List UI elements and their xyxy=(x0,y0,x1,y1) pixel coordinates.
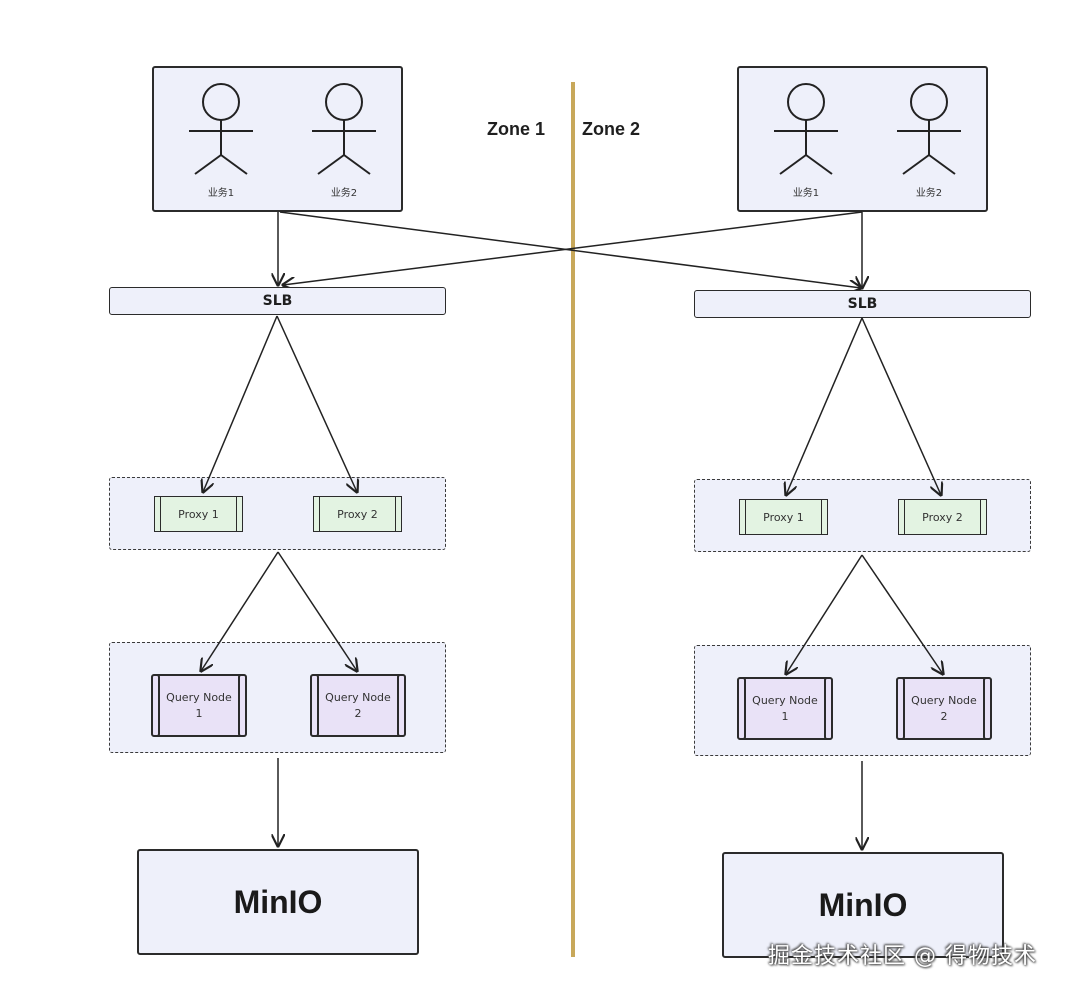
arrow-proxy-to-query-node xyxy=(201,551,279,671)
zone2-query-node-1: Query Node 1 xyxy=(737,677,833,740)
arrow-slb-to-proxy xyxy=(276,315,357,492)
arrow-slb-to-proxy xyxy=(203,315,278,492)
arrow-zone2-actors-to-slb1 xyxy=(283,211,863,285)
zone2-slb: SLB xyxy=(694,290,1031,318)
actor-icon xyxy=(897,83,961,175)
zone1-proxy-2: Proxy 2 xyxy=(313,496,402,532)
zone1-query-node-1: Query Node 1 xyxy=(151,674,247,737)
arrow-proxy-to-query-node xyxy=(277,551,357,671)
zone2-label: Zone 2 xyxy=(582,119,641,139)
arrow-zone1-actors-to-slb2 xyxy=(279,211,861,288)
zone2-actors-panel xyxy=(737,66,988,212)
zone1-proxy-1: Proxy 1 xyxy=(154,496,243,532)
actor-icon xyxy=(774,83,838,175)
zone2-proxy-2: Proxy 2 xyxy=(898,499,987,535)
zone1-actor2-label: 业务2 xyxy=(330,188,358,199)
zone2-actor2-label: 业务2 xyxy=(915,188,943,199)
zone1-label: Zone 1 xyxy=(487,119,546,139)
watermark: 掘金技术社区 @ 得物技术 xyxy=(768,944,1037,969)
arrow-slb-to-proxy xyxy=(861,317,941,495)
zone2-actor1-label: 业务1 xyxy=(792,188,820,199)
arrow-proxy-to-query-node xyxy=(786,554,863,674)
zone1-query-node-2: Query Node 2 xyxy=(310,674,406,737)
zone2-proxy-1: Proxy 1 xyxy=(739,499,828,535)
zone1-slb: SLB xyxy=(109,287,446,315)
arrow-proxy-to-query-node xyxy=(861,554,943,674)
actor-icon xyxy=(189,83,253,175)
zone1-actors-panel xyxy=(152,66,403,212)
zone1-actor1-label: 业务1 xyxy=(207,188,235,199)
arrow-slb-to-proxy xyxy=(786,317,863,495)
actor-icon xyxy=(312,83,376,175)
zone1-minio: MinIO xyxy=(137,849,419,955)
zone2-minio: MinIO xyxy=(722,852,1004,958)
zone2-query-node-2: Query Node 2 xyxy=(896,677,992,740)
